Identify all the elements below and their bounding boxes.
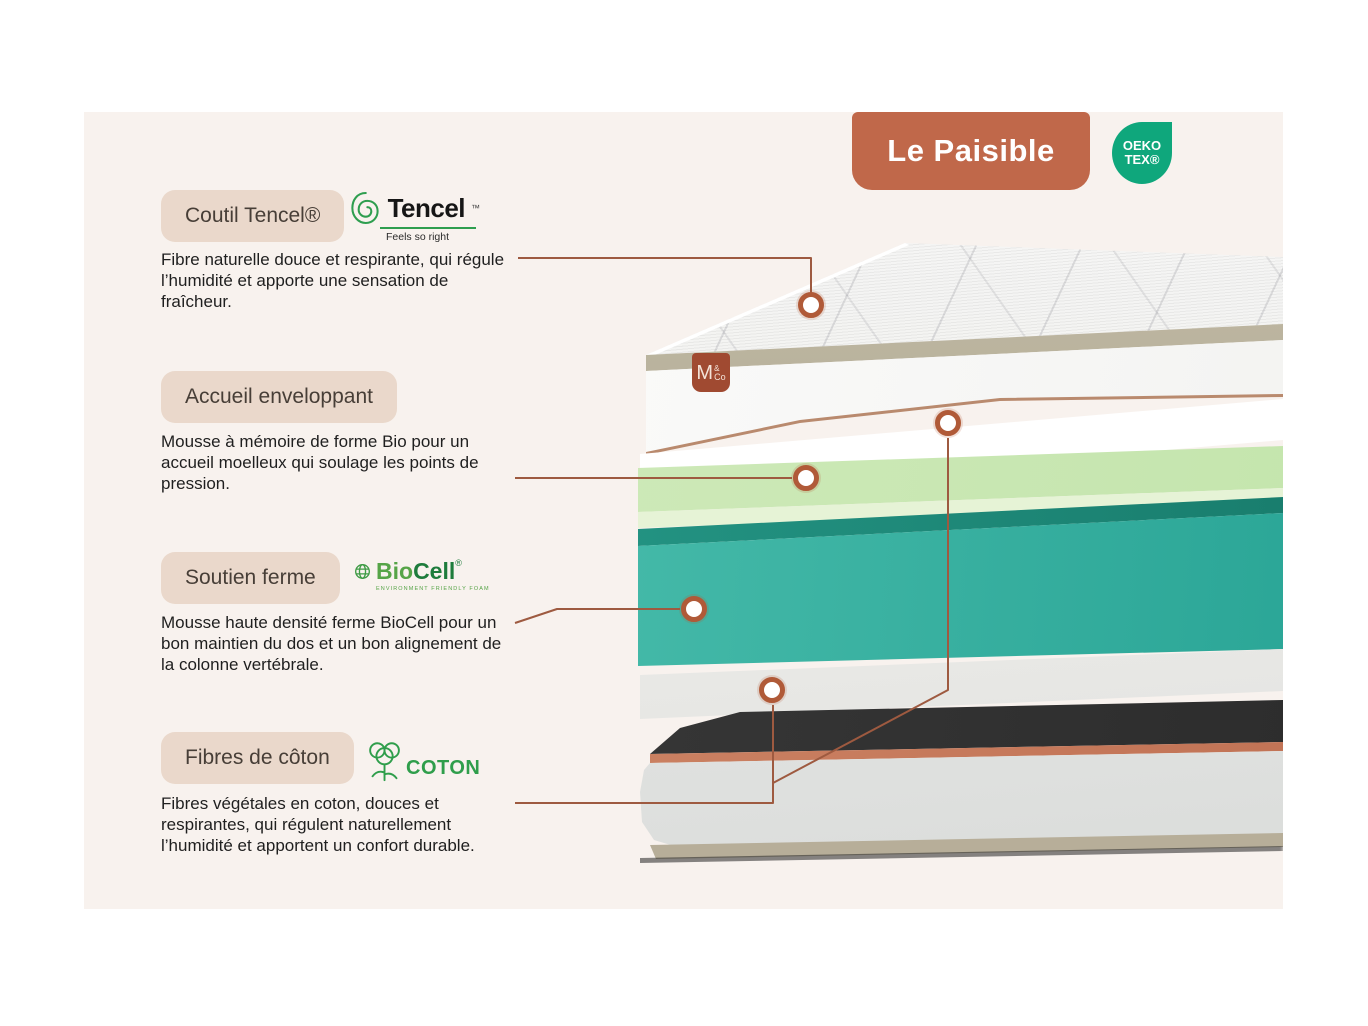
callout-marker-topper (798, 292, 824, 318)
coton-logo: COTON (362, 736, 480, 784)
brand-patch: M & Co (692, 353, 730, 392)
tencel-wordmark: Tencel (387, 192, 466, 223)
label-pill-coutil-tencel: Coutil Tencel® (161, 190, 345, 242)
description-coton: Fibres végétales en coton, douces et res… (161, 794, 475, 855)
section-coutil-tencel: Coutil Tencel® (161, 190, 521, 242)
biocell-reg: ® (455, 558, 462, 568)
description-accueil: Mousse à mémoire de forme Bio pour un ac… (161, 432, 479, 493)
tencel-tm: ™ (471, 203, 480, 213)
description-coutil-tencel: Fibre naturelle douce et respirante, qui… (161, 250, 505, 311)
tencel-leaf-icon (351, 191, 379, 225)
biocell-bio: Bio (376, 558, 414, 584)
biocell-tagline: ENVIRONMENT FRIENDLY FOAM (376, 586, 490, 592)
tencel-tagline: Feels so right (386, 231, 450, 243)
label-pill-coton: Fibres de côton (161, 732, 354, 784)
brand-patch-m: M (696, 361, 714, 384)
label-pill-soutien: Soutien ferme (161, 552, 340, 604)
section-accueil-enveloppant: Accueil enveloppant (161, 371, 521, 423)
biocell-globe-icon (355, 564, 370, 579)
callout-marker-memory-foam (793, 465, 819, 491)
callout-marker-fiber-bottom (759, 677, 785, 703)
section-soutien-ferme: Soutien ferme (161, 552, 521, 604)
leader-line-coutil-tencel (518, 257, 812, 293)
product-name: Le Paisible (887, 133, 1055, 168)
section-fibres-de-coton: Fibres de côton (161, 732, 521, 784)
cotton-flower-icon (369, 742, 400, 782)
description-soutien: Mousse haute densité ferme BioCell pour … (161, 613, 502, 674)
coton-wordmark: COTON (406, 757, 481, 779)
brand-patch-co: Co (714, 371, 726, 382)
oeko-line2: TEX® (1124, 152, 1160, 167)
oeko-tex-badge: OEKO TEX® (1112, 122, 1172, 184)
tencel-logo: Tencel ™ Feels so right (350, 190, 480, 243)
tencel-underline (380, 227, 476, 229)
brand-patch-amp: & (714, 363, 720, 373)
product-name-badge: Le Paisible (852, 112, 1090, 190)
label-pill-accueil: Accueil enveloppant (161, 371, 397, 423)
oeko-line1: OEKO (1122, 138, 1162, 153)
callout-marker-support-foam (681, 596, 707, 622)
content-panel: M & Co Le Paisible OEKO (84, 112, 1283, 909)
callout-marker-fiber-top (935, 410, 961, 436)
biocell-logo: BioCell® ENVIRONMENT FRIENDLY FOAM (354, 558, 490, 592)
biocell-cell: Cell (413, 558, 456, 584)
